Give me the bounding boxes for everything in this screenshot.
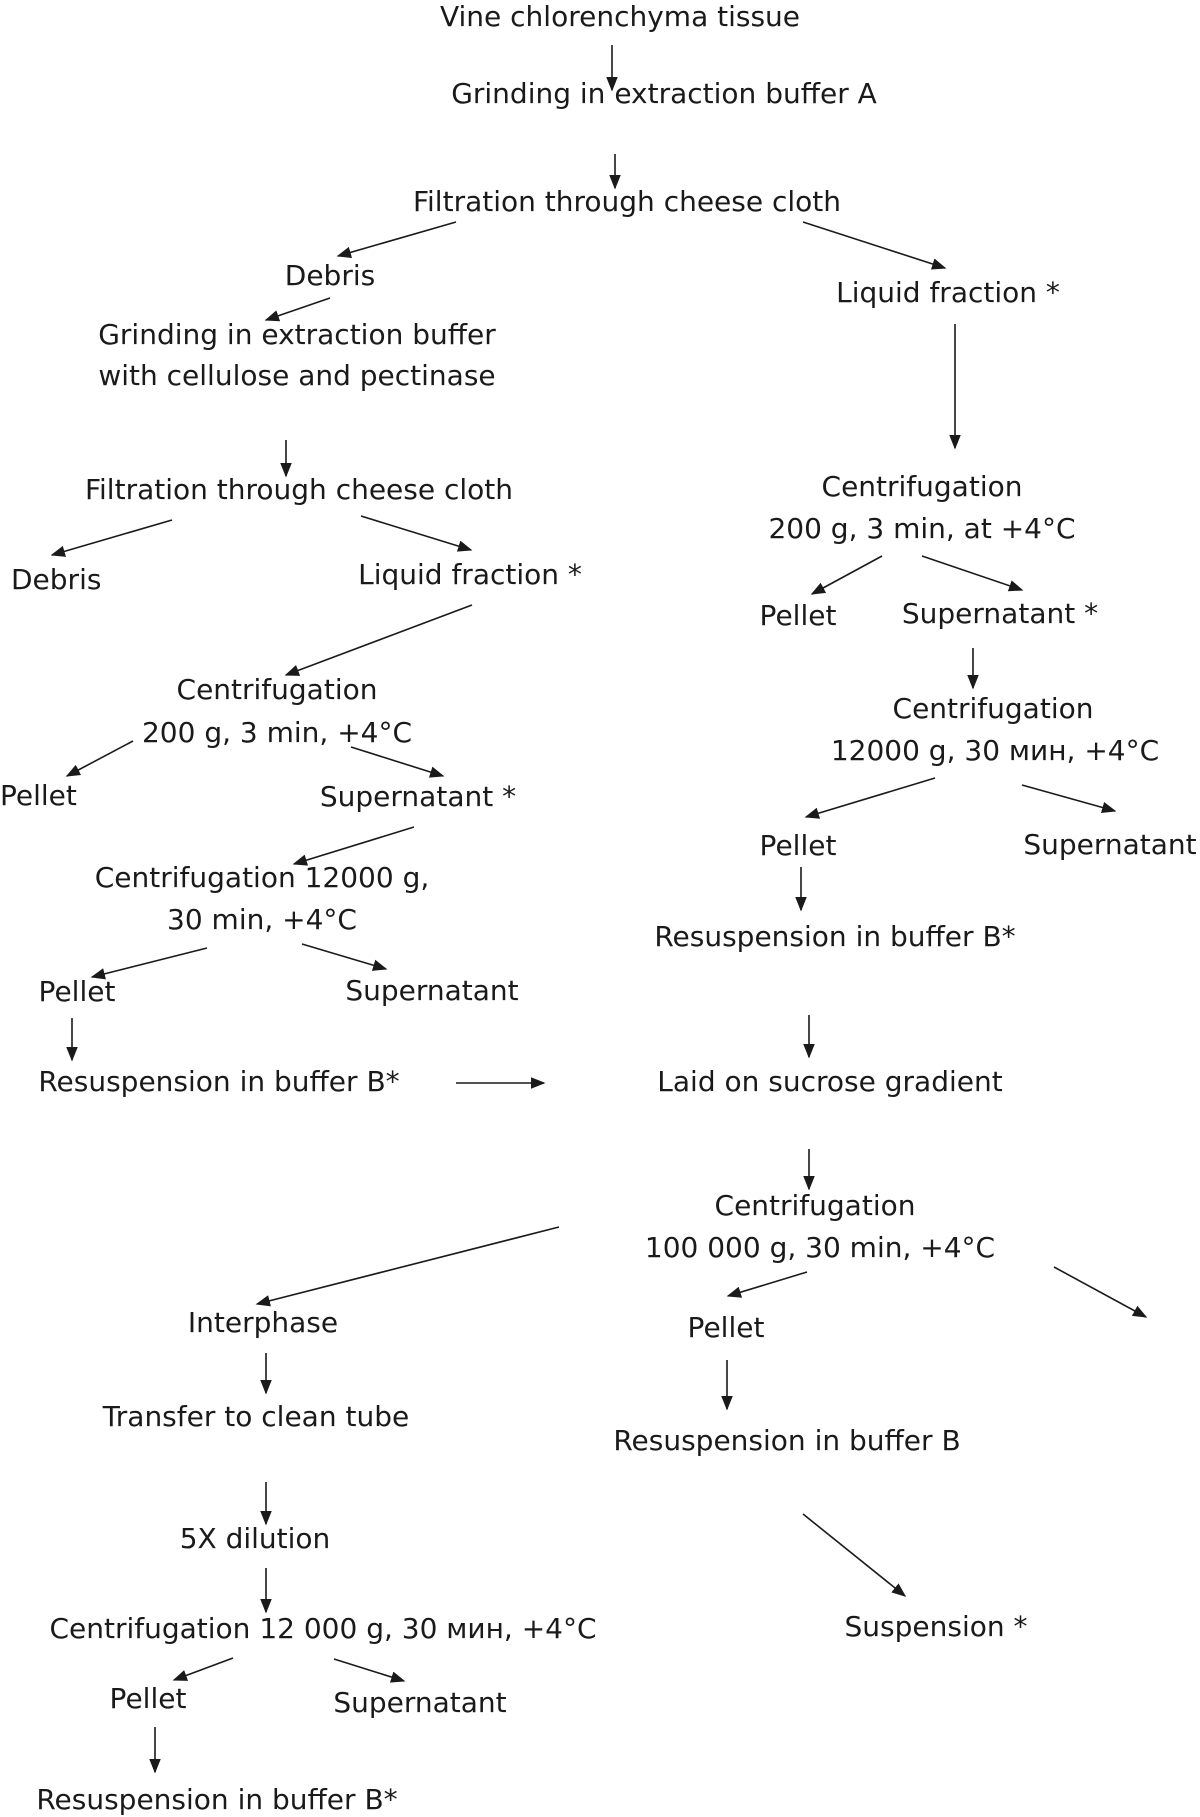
arrow-cent-u-to-interphase (255, 1226, 560, 1307)
node-sucrose-gradient: Laid on sucrose gradient (657, 1065, 1003, 1098)
node-grinding-cellulose-line1: Grinding in extraction buffer (98, 318, 496, 351)
node-pellet-r1: Pellet (759, 599, 837, 632)
arrow-cent-r2-to-pellet-r2 (804, 777, 936, 819)
node-centrifugation-l1-line1: Centrifugation (176, 673, 378, 706)
arrow-resusp-b-to-suspension (802, 1513, 907, 1597)
arrow-cent-f-to-pellet-f (172, 1657, 234, 1681)
node-centrifugation-final: Centrifugation 12 000 g, 30 мин, +4°C (49, 1612, 597, 1645)
node-filtration-1: Filtration through cheese cloth (412, 185, 842, 218)
node-supernatant-final: Supernatant (333, 1686, 507, 1719)
node-liquid-fraction-left: Liquid fraction * (358, 558, 582, 591)
node-pellet-final: Pellet (109, 1682, 187, 1715)
node-resuspension-buffer-b: Resuspension in buffer B (613, 1424, 961, 1457)
node-centrifugation-r2-line2: 12000 g, 30 мин, +4°C (830, 734, 1160, 767)
node-pellet-l2: Pellet (38, 975, 116, 1008)
node-vine-tissue: Vine chlorenchyma tissue (439, 0, 801, 33)
node-centrifugation-r1-line2: 200 g, 3 min, at +4°C (768, 512, 1076, 545)
node-debris-1: Debris (284, 259, 376, 292)
arrow-cent-l2-to-pellet-l2 (90, 947, 208, 980)
node-centrifugation-u-line2: 100 000 g, 30 min, +4°C (644, 1231, 996, 1264)
arrow-filt1-to-debris1 (336, 221, 457, 258)
arrow-cent-l2-to-super-l2 (301, 943, 388, 971)
node-centrifugation-l2-line2: 30 min, +4°C (167, 903, 357, 936)
arrow-debris1-to-grind-cp (264, 297, 331, 322)
node-grinding-cellulose-line2: with cellulose and pectinase (98, 359, 496, 392)
node-centrifugation-l1-line2: 200 g, 3 min, +4°C (141, 716, 413, 749)
arrow-super-l1-to-cent-l2 (292, 826, 415, 866)
node-filtration-2: Filtration through cheese cloth (84, 473, 514, 506)
arrow-filt2-to-liquid-l (360, 515, 473, 552)
node-liquid-fraction-right: Liquid fraction * (836, 276, 1060, 309)
node-centrifugation-u-line1: Centrifugation (714, 1189, 916, 1222)
arrow-cent-f-to-super-f (333, 1658, 406, 1683)
arrow-cent-u-to-pellet-u (726, 1271, 808, 1298)
arrow-cent-r1-to-pellet-r1 (810, 555, 883, 595)
arrow-liquid-l-to-cent-l1 (284, 604, 473, 676)
node-pellet-r2: Pellet (759, 829, 837, 862)
node-supernatant-l1: Supernatant * (319, 780, 517, 813)
arrow-filt1-to-liquid-r (802, 221, 947, 270)
node-resuspension-left: Resuspension in buffer B* (38, 1065, 400, 1098)
node-centrifugation-r1-line1: Centrifugation (821, 470, 1023, 503)
node-transfer-clean-tube: Transfer to clean tube (102, 1400, 410, 1433)
node-dilution: 5X dilution (179, 1522, 331, 1555)
arrow-cent-r1-to-super-r1 (921, 555, 1024, 592)
node-supernatant-r2: Supernatant (1023, 828, 1197, 861)
arrow-cent-u-to-right (1053, 1266, 1148, 1318)
node-grinding-buffer-a: Grinding in extraction buffer A (451, 77, 877, 110)
node-supernatant-r1: Supernatant * (901, 597, 1099, 630)
node-interphase: Interphase (187, 1306, 339, 1339)
node-pellet-u: Pellet (687, 1311, 765, 1344)
node-centrifugation-r2-line1: Centrifugation (892, 692, 1094, 725)
node-suspension: Suspension * (844, 1610, 1028, 1643)
node-resuspension-right: Resuspension in buffer B* (654, 920, 1016, 953)
arrow-filt2-to-debris2 (50, 519, 173, 557)
node-supernatant-l2: Supernatant (345, 974, 519, 1007)
node-debris-2: Debris (11, 563, 102, 596)
arrow-cent-l1-to-pellet-l1 (65, 740, 134, 777)
arrow-cent-r2-to-super-r2 (1021, 784, 1117, 814)
node-centrifugation-l2-line1: Centrifugation 12000 g, (94, 861, 430, 894)
node-resuspension-final: Resuspension in buffer B* (36, 1783, 398, 1816)
node-pellet-l1: Pellet (0, 779, 77, 812)
arrow-cent-l1-to-super-l1 (350, 746, 445, 778)
